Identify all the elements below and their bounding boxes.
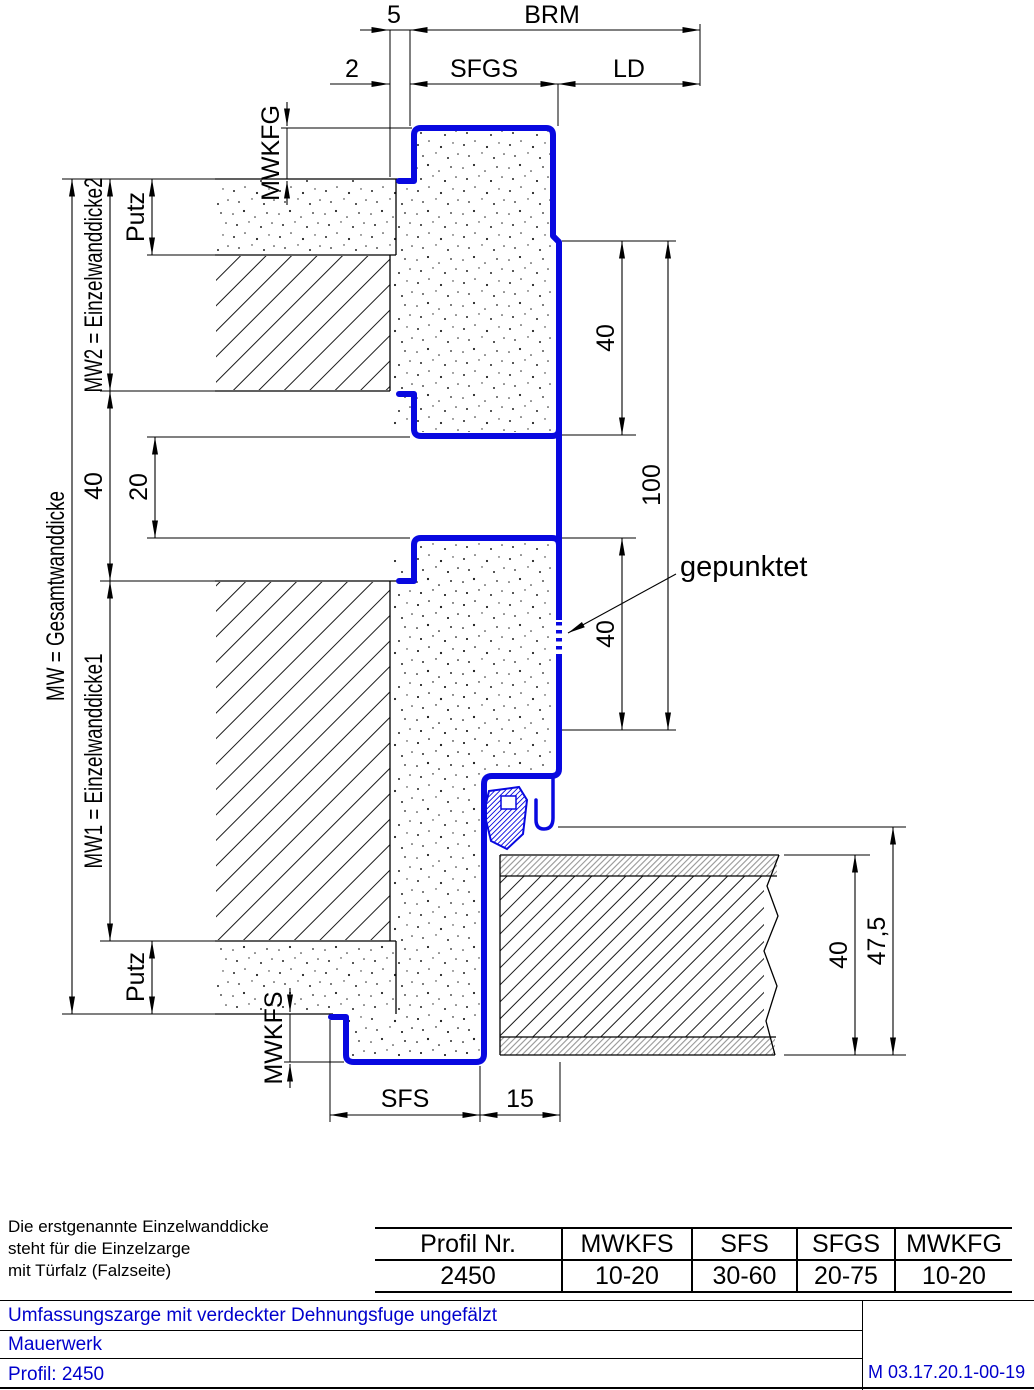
dim-label-5: 5 <box>387 1 401 29</box>
frame-profile <box>328 125 562 1065</box>
masonry-hatch-lower <box>216 582 390 940</box>
table-cell-mwkfg: 10-20 <box>894 1261 1012 1291</box>
technical-drawing: 5 BRM 2 SFGS LD MWKFG Putz MW2 = Einzelw… <box>42 1 906 1122</box>
table-cell-sfs: 30-60 <box>691 1261 796 1291</box>
frame-profile-upper <box>396 125 562 439</box>
dim-label-mw2: MW2 = Einzelwanddicke2 <box>80 178 108 393</box>
dim-label-ld: LD <box>613 55 645 83</box>
table-header-mwkfg: MWKFG <box>894 1229 1012 1259</box>
titleblock-doc-number: M 03.17.20.1-00-19 <box>868 1362 1026 1382</box>
footnote: Die erstgenannte Einzelwanddicke steht f… <box>8 1216 269 1282</box>
table-header-sfgs: SFGS <box>796 1229 894 1259</box>
gepunktet-label: gepunktet <box>680 551 807 583</box>
joint-dotted-section <box>551 620 567 654</box>
table-row: 2450 10-20 30-60 20-75 10-20 <box>375 1261 1012 1291</box>
dimension-lines <box>69 27 896 1118</box>
dim-label-sfs: SFS <box>381 1085 430 1113</box>
footnote-line-1: Die erstgenannte Einzelwanddicke <box>8 1217 269 1236</box>
door-break-line <box>763 854 780 1056</box>
dim-labels: 5 BRM 2 SFGS LD MWKFG Putz MW2 = Einzelw… <box>42 1 891 1113</box>
titleblock-doc-cell: M 03.17.20.1-00-19 <box>862 1301 1034 1390</box>
gasket-hook <box>534 775 555 831</box>
frame-profile-lower <box>328 535 562 1065</box>
dim-label-15: 15 <box>506 1085 534 1113</box>
footnote-line-2: steht für die Einzelzarge <box>8 1239 191 1258</box>
wall-fills <box>216 130 552 1060</box>
titleblock-profile: Profil: 2450 <box>8 1363 105 1385</box>
dim-label-sfgs: SFGS <box>450 55 518 83</box>
profile-spec-table: Profil Nr. MWKFS SFS SFGS MWKFG 2450 10-… <box>375 1227 1012 1293</box>
dim-label-mw1: MW1 = Einzelwanddicke1 <box>80 654 108 869</box>
dim-label-door-40: 40 <box>825 941 853 969</box>
dim-label-47-5: 47,5 <box>863 917 891 966</box>
extension-lines <box>62 24 906 1122</box>
dim-label-40-right-lower: 40 <box>592 620 620 648</box>
table-cell-profil-nr: 2450 <box>440 1261 496 1290</box>
door-leaf <box>499 854 780 1056</box>
table-header-sfs: SFS <box>691 1229 796 1259</box>
dim-label-20: 20 <box>125 473 153 501</box>
dim-label-brm: BRM <box>524 1 580 29</box>
dim-label-putz-bottom: Putz <box>122 952 150 1002</box>
dim-label-2: 2 <box>345 55 359 83</box>
table-cell-mwkfs: 10-20 <box>561 1261 691 1291</box>
footnote-line-3: mit Türfalz (Falzseite) <box>8 1261 172 1280</box>
gepunktet-leader <box>567 573 677 634</box>
titleblock-description: Umfassungszarge mit verdeckter Dehnungsf… <box>0 1301 862 1331</box>
title-block: Umfassungszarge mit verdeckter Dehnungsf… <box>0 1300 1034 1390</box>
dim-label-putz-top: Putz <box>122 192 150 242</box>
dim-label-40-right-upper: 40 <box>592 324 620 352</box>
table-header-mwkfs: MWKFS <box>561 1229 691 1259</box>
wall-outlines <box>215 178 411 1015</box>
gasket <box>482 785 529 851</box>
dim-label-40-left: 40 <box>80 472 108 500</box>
table-cell-sfgs: 20-75 <box>796 1261 894 1291</box>
masonry-hatch-upper <box>216 256 390 390</box>
titleblock-wall-type: Mauerwerk <box>0 1331 862 1359</box>
dim-label-mwkfs: MWKFS <box>260 991 288 1084</box>
dim-label-mw: MW = Gesamtwanddicke <box>42 491 70 701</box>
dim-label-100: 100 <box>638 464 666 506</box>
dim-label-mwkfg: MWKFG <box>257 105 285 201</box>
table-header-profil-nr: Profil Nr. <box>420 1229 516 1258</box>
table-header-row: Profil Nr. MWKFS SFS SFGS MWKFG <box>375 1229 1012 1261</box>
